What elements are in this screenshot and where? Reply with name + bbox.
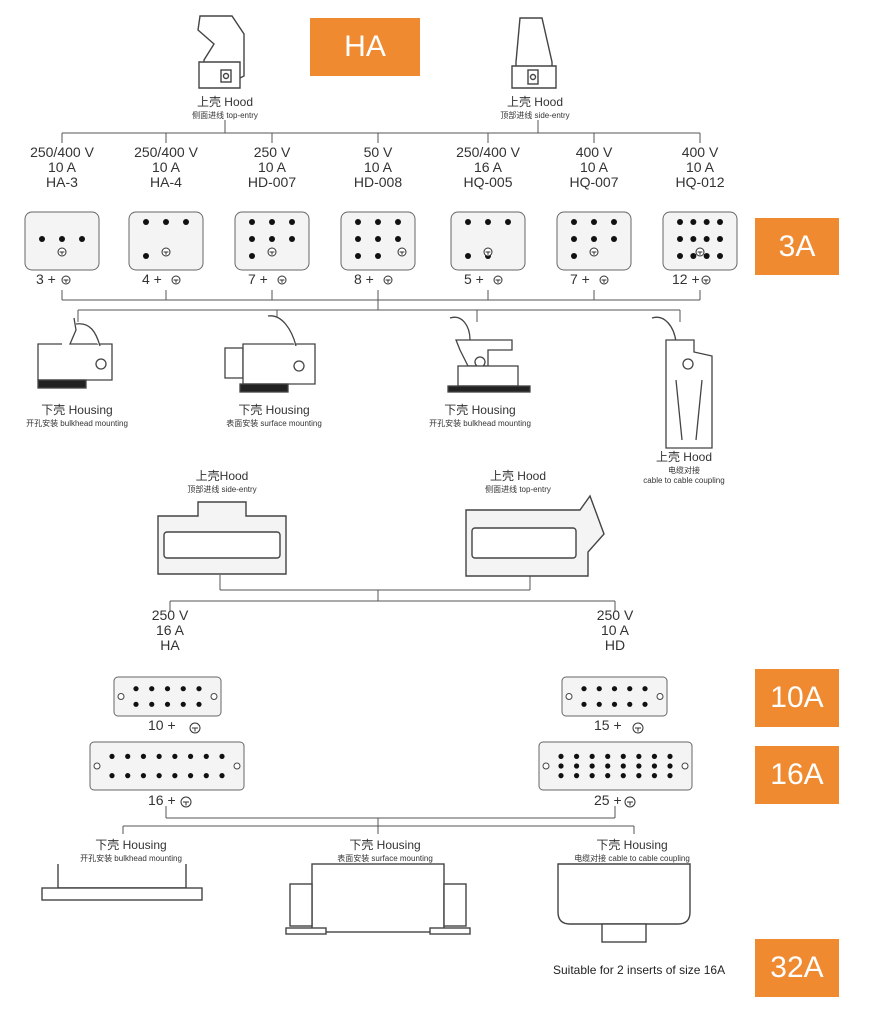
insert-face bbox=[24, 211, 100, 285]
top-hood-1-label: 上壳 Hood 侧面进线 top-entry bbox=[192, 95, 258, 120]
insert-face bbox=[340, 211, 416, 285]
housing-large-2-label: 下壳 Housing 表面安装 surface mounting bbox=[337, 838, 433, 863]
pin-count-hq007: 7 + bbox=[570, 271, 590, 287]
hood-16a-top-entry-icon bbox=[465, 494, 605, 577]
housing-large-coupling-icon bbox=[557, 863, 691, 943]
insert-face bbox=[234, 211, 310, 285]
insert-face bbox=[89, 741, 245, 808]
housing-bulkhead-vertical-icon bbox=[447, 316, 531, 393]
hood-16a-side-entry-icon bbox=[157, 501, 287, 575]
pin-count-ha10: 10 + bbox=[148, 717, 176, 733]
housing-3a-2-label: 下壳 Housing 表面安装 surface mounting bbox=[226, 403, 322, 428]
insert-face bbox=[561, 676, 668, 734]
hood-16a-1-label: 上壳Hood 顶部进线 side-entry bbox=[187, 469, 257, 494]
hood-16a-2-label: 上壳 Hood 侧面进线 top-entry bbox=[485, 469, 551, 494]
housing-large-1-label: 下壳 Housing 开孔安装 bulkhead mounting bbox=[80, 838, 182, 863]
housing-large-surface-icon bbox=[285, 863, 471, 935]
pin-count-ha3: 3 + bbox=[36, 271, 56, 287]
pin-count-hd007: 7 + bbox=[248, 271, 268, 287]
housing-large-3-label: 下壳 Housing 电缆对接 cable to cable coupling bbox=[574, 838, 690, 863]
hood-top-entry-icon bbox=[197, 15, 245, 89]
pin-count-hd15: 15 + bbox=[594, 717, 622, 733]
insert-face bbox=[556, 211, 632, 285]
housing-large-bulkhead-icon bbox=[41, 864, 203, 901]
pin-count-hd25: 25 + bbox=[594, 792, 622, 808]
insert-face bbox=[128, 211, 204, 285]
hood-cable-coupling-icon bbox=[651, 316, 713, 449]
housing-surface-icon bbox=[224, 315, 316, 393]
series-ha-badge: HA bbox=[310, 18, 420, 76]
size-10a-badge: 10A bbox=[755, 669, 839, 727]
housing-3a-1-label: 下壳 Housing 开孔安装 bulkhead mounting bbox=[26, 403, 128, 428]
inserts-note: Suitable for 2 inserts of size 16A bbox=[553, 963, 726, 977]
housing-3a-3-label: 下壳 Housing 开孔安装 bulkhead mounting bbox=[429, 403, 531, 428]
pin-count-hq012: 12 + bbox=[672, 271, 700, 287]
top-hood-2-label: 上壳 Hood 顶部进线 side-entry bbox=[500, 95, 570, 120]
insert-face bbox=[662, 211, 738, 285]
hood-3a-coupling-label: 上壳 Hood 电缆对接 cable to cable coupling bbox=[643, 450, 725, 485]
hood-side-entry-icon bbox=[511, 17, 557, 89]
connector-lines bbox=[61, 120, 701, 834]
insert-face bbox=[538, 741, 693, 808]
pin-count-hd008: 8 + bbox=[354, 271, 374, 287]
insert-face bbox=[450, 211, 526, 285]
insert-face bbox=[113, 676, 222, 734]
size-16a-badge: 16A bbox=[755, 746, 839, 804]
pin-count-hq005: 5 + bbox=[464, 271, 484, 287]
pin-count-ha4: 4 + bbox=[142, 271, 162, 287]
size-32a-badge: 32A bbox=[755, 939, 839, 997]
insert-faces-3a bbox=[24, 211, 738, 285]
insert-faces-large bbox=[89, 676, 693, 808]
housing-bulkhead-icon bbox=[37, 317, 113, 389]
size-3a-badge: 3A bbox=[755, 218, 839, 275]
pin-count-ha16: 16 + bbox=[148, 792, 176, 808]
